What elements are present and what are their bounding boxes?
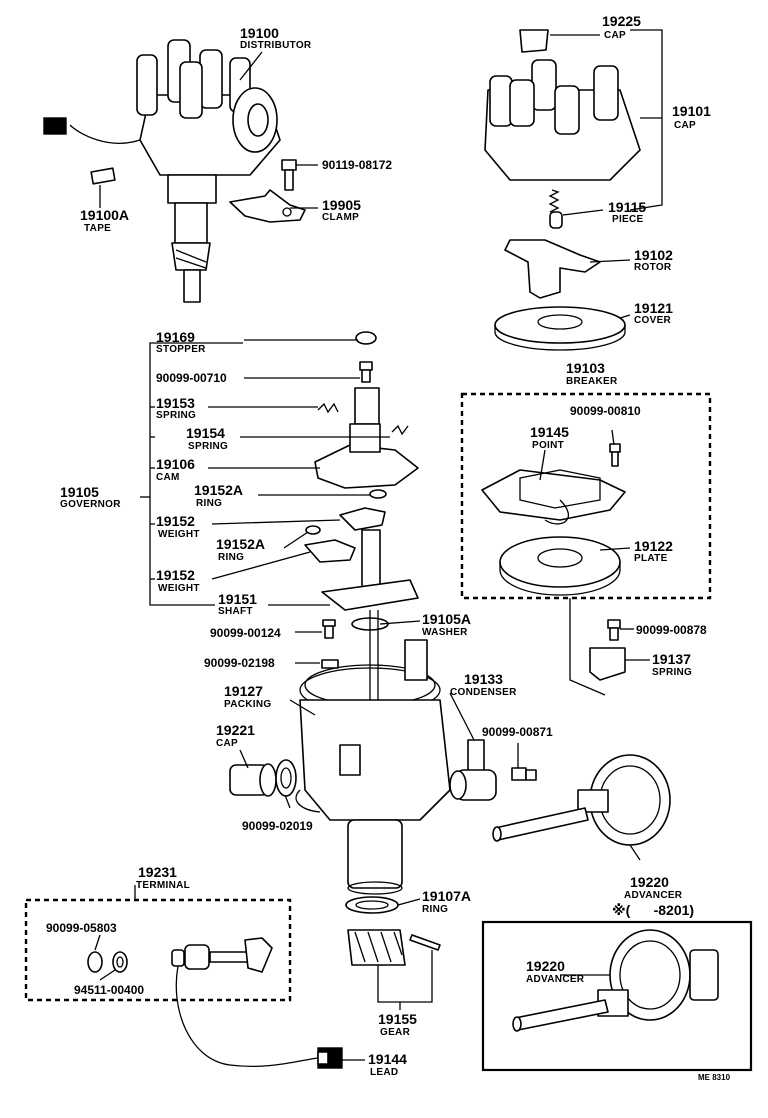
part-90099-00878-number: 90099-00878 — [636, 623, 707, 637]
part-19152-2-name: WEIGHT — [158, 583, 200, 594]
part-90099-05803-number: 90099-05803 — [46, 921, 117, 935]
part-19144-number: 19144 — [368, 1051, 407, 1067]
part-90099-02198-number: 90099-02198 — [204, 656, 275, 670]
part-19220a-name: ADVANCER — [624, 890, 683, 901]
part-19102-name: ROTOR — [634, 262, 672, 273]
inset-box — [481, 920, 753, 1072]
part-19115-number: 19115 — [608, 199, 646, 215]
part-19221-name: CAP — [216, 738, 238, 749]
cover-drawing — [494, 306, 626, 351]
part-90099-00810-number: 90099-00810 — [570, 404, 641, 418]
part-90099-00871-number: 90099-00871 — [482, 725, 553, 739]
advancer-drawing — [492, 754, 671, 846]
inset-advancer-drawing — [512, 929, 719, 1032]
part-19151-name: SHAFT — [218, 606, 253, 617]
spring-clip-drawing — [589, 619, 626, 681]
part-19220b-name: ADVANCER — [526, 974, 585, 985]
part-19220b-number: 19220 — [526, 958, 565, 974]
part-19152a-1-number: 19152A — [194, 482, 243, 498]
screw-90119-08172-drawing — [281, 159, 297, 191]
part-19231-name: TERMINAL — [136, 880, 190, 891]
part-19100-number: 19100 — [240, 25, 279, 41]
part-19122-number: 19122 — [634, 538, 673, 554]
terminal-drawing — [87, 937, 343, 1069]
part-19155-number: 19155 — [378, 1011, 417, 1027]
part-19152-1-name: WEIGHT — [158, 529, 200, 540]
part-19102-number: 19102 — [634, 247, 673, 263]
part-19103-number: 19103 — [566, 360, 605, 376]
part-19154-name: SPRING — [188, 441, 228, 452]
part-19225-name: CAP — [604, 30, 626, 41]
part-19152a-2-number: 19152A — [216, 536, 265, 552]
part-19153-name: SPRING — [156, 410, 196, 421]
part-19105a-name: WASHER — [422, 627, 468, 638]
part-90099-00124-number: 90099-00124 — [210, 626, 281, 640]
labels: 19100 DISTRIBUTOR 19100A TAPE 90119-0817… — [46, 13, 731, 1082]
clamp-drawing — [229, 189, 306, 223]
part-19100a-number: 19100A — [80, 207, 129, 223]
part-19122-name: PLATE — [634, 553, 668, 564]
part-19169-name: STOPPER — [156, 344, 206, 355]
part-19905-name: CLAMP — [322, 212, 359, 223]
part-19905-number: 19905 — [322, 197, 361, 213]
part-19154-number: 19154 — [186, 425, 225, 441]
part-19151-number: 19151 — [218, 591, 257, 607]
part-19153-number: 19153 — [156, 395, 195, 411]
part-19133-number: 19133 — [464, 671, 503, 687]
gear-drawing — [347, 929, 441, 966]
part-19231-number: 19231 — [138, 864, 177, 880]
inset-note: ※( -8201) — [612, 902, 694, 918]
part-19121-number: 19121 — [634, 300, 673, 316]
part-19145-number: 19145 — [530, 424, 569, 440]
part-19106-number: 19106 — [156, 456, 195, 472]
part-90099-02019-number: 90099-02019 — [242, 819, 313, 833]
part-19133-name: CONDENSER — [450, 687, 517, 698]
part-19220a-number: 19220 — [630, 874, 669, 890]
part-19121-name: COVER — [634, 315, 672, 326]
part-19225-number: 19225 — [602, 13, 641, 29]
part-19152a-2-name: RING — [218, 552, 244, 563]
part-19100-name: DISTRIBUTOR — [240, 40, 312, 51]
ring-19107a-drawing — [345, 896, 399, 914]
part-90119-08172-number: 90119-08172 — [322, 158, 392, 172]
breaker-group-box — [460, 392, 712, 600]
part-19152-1-number: 19152 — [156, 513, 195, 529]
terminal-group-box — [24, 898, 292, 1002]
part-19103-name: BREAKER — [566, 376, 618, 387]
part-19101-number: 19101 — [672, 103, 711, 119]
distributor-cap-drawing — [484, 29, 641, 229]
part-90099-00710-number: 90099-00710 — [156, 371, 227, 385]
part-19137-number: 19137 — [652, 651, 691, 667]
part-19221-number: 19221 — [216, 722, 255, 738]
drawing-code: ME 8310 — [698, 1073, 731, 1082]
leader-lines — [94, 29, 663, 1061]
rotor-drawing — [504, 239, 601, 299]
part-19127-name: PACKING — [224, 699, 271, 710]
part-19145-name: POINT — [532, 440, 564, 451]
condenser-drawing — [449, 739, 537, 801]
part-19155-name: GEAR — [380, 1027, 411, 1038]
housing-drawing — [295, 610, 451, 895]
part-19169-number: 19169 — [156, 329, 195, 345]
part-19105-name: GOVERNOR — [60, 499, 121, 510]
governor-parts-drawing — [304, 331, 419, 611]
part-19127-number: 19127 — [224, 683, 263, 699]
cap-19221-drawing — [229, 759, 297, 797]
part-19107a-name: RING — [422, 904, 448, 915]
breaker-drawing — [481, 443, 626, 596]
part-19115-name: PIECE — [612, 214, 644, 225]
part-19144-name: LEAD — [370, 1067, 398, 1078]
distributor-assembly-drawing — [43, 39, 281, 303]
part-19106-name: CAM — [156, 472, 180, 483]
part-19101-name: CAP — [674, 120, 696, 131]
part-19105-number: 19105 — [60, 484, 99, 500]
part-19107a-number: 19107A — [422, 888, 471, 904]
part-19105a-number: 19105A — [422, 611, 471, 627]
part-19137-name: SPRING — [652, 667, 692, 678]
part-19152a-1-name: RING — [196, 498, 222, 509]
part-19100a-name: TAPE — [84, 223, 111, 234]
part-19152-2-number: 19152 — [156, 567, 195, 583]
part-94511-00400-number: 94511-00400 — [74, 983, 144, 997]
